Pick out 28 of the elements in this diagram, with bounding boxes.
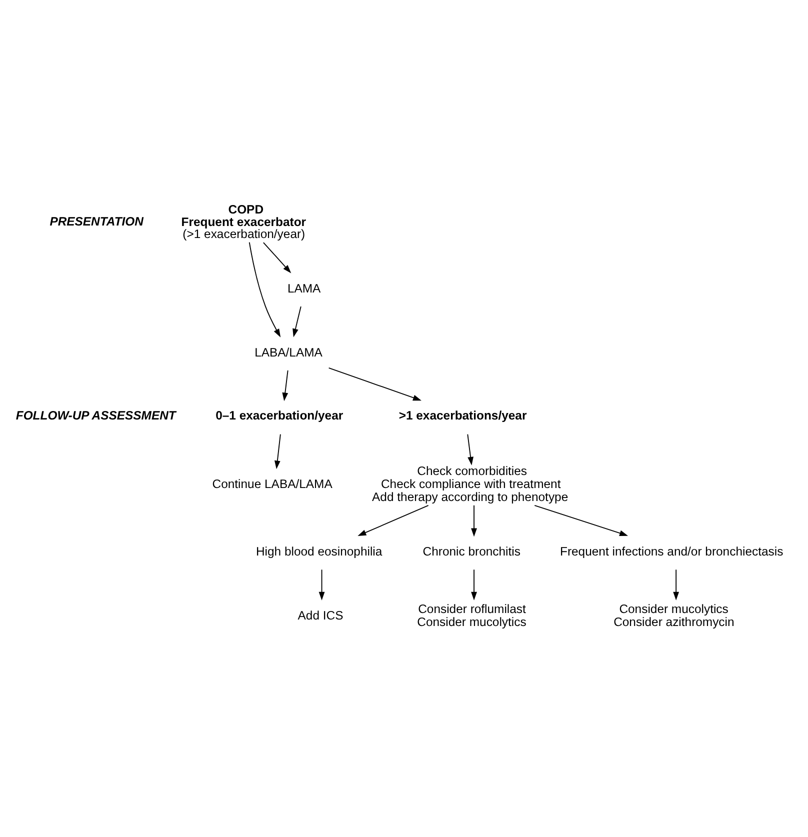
node-text: COPD Frequent exacerbator (>1 exacerbation/year) (181, 202, 306, 241)
node-text: >1 exacerbations/year (398, 408, 527, 422)
node-text: 0–1 exacerbation/year (216, 408, 344, 422)
node-text: Frequent infections and/or bronchiectasis (560, 544, 784, 559)
node-text: Check comorbidities Check compliance with treatment Add therapy according to phenotype (372, 464, 568, 504)
arrow (673, 569, 680, 600)
node-text: LABA/LAMA (254, 345, 322, 360)
node-text: Consider roflumilast Consider mucolytics (417, 602, 526, 630)
node-text: Chronic bronchitis (422, 544, 520, 559)
arrow (248, 242, 281, 338)
node-text: Consider mucolytics Consider azithromycin (614, 602, 734, 630)
node-text: High blood eosinophilia (256, 544, 382, 559)
label: FOLLOW-UP ASSESSMENT (16, 408, 176, 422)
arrow (467, 434, 474, 466)
arrow (328, 367, 422, 401)
arrow (282, 370, 288, 402)
arrow (471, 569, 477, 600)
arrow (262, 242, 292, 274)
node-text: Add ICS (298, 608, 344, 623)
node-text: Continue LABA/LAMA (212, 476, 332, 491)
arrow (471, 504, 477, 537)
node-text: LAMA (287, 281, 321, 296)
arrow (318, 569, 325, 600)
arrow (292, 306, 302, 338)
arrow (274, 434, 281, 470)
label: PRESENTATION (50, 214, 144, 228)
arrow (534, 504, 628, 536)
arrow (358, 504, 429, 536)
